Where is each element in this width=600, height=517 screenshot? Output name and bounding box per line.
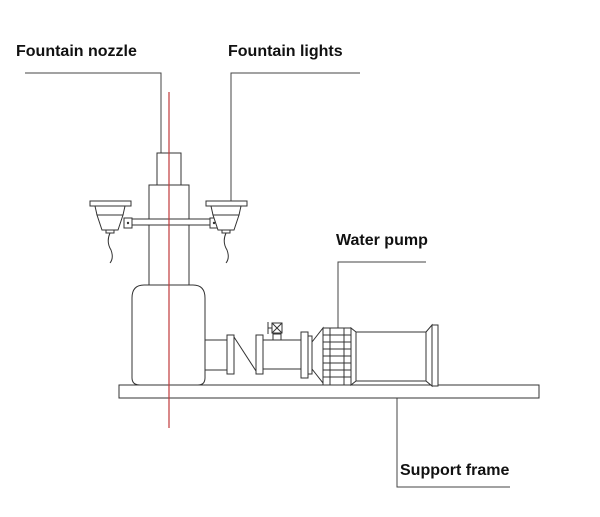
leader-fountain-nozzle <box>25 72 162 206</box>
outlet-pipe <box>204 334 264 375</box>
water-pump <box>311 323 439 388</box>
fountain-light-right <box>205 200 248 264</box>
support-frame <box>118 384 540 399</box>
leader-water-pump <box>337 261 426 360</box>
light-bracket <box>123 217 219 229</box>
valve-pipe <box>262 322 313 379</box>
label-water-pump: Water pump <box>336 232 428 249</box>
leader-fountain-lights <box>230 72 360 210</box>
label-fountain-lights: Fountain lights <box>228 43 343 60</box>
leader-support-frame <box>396 392 510 488</box>
label-fountain-nozzle: Fountain nozzle <box>16 43 137 60</box>
fountain-light-left <box>89 200 132 264</box>
label-support-frame: Support frame <box>400 462 510 479</box>
